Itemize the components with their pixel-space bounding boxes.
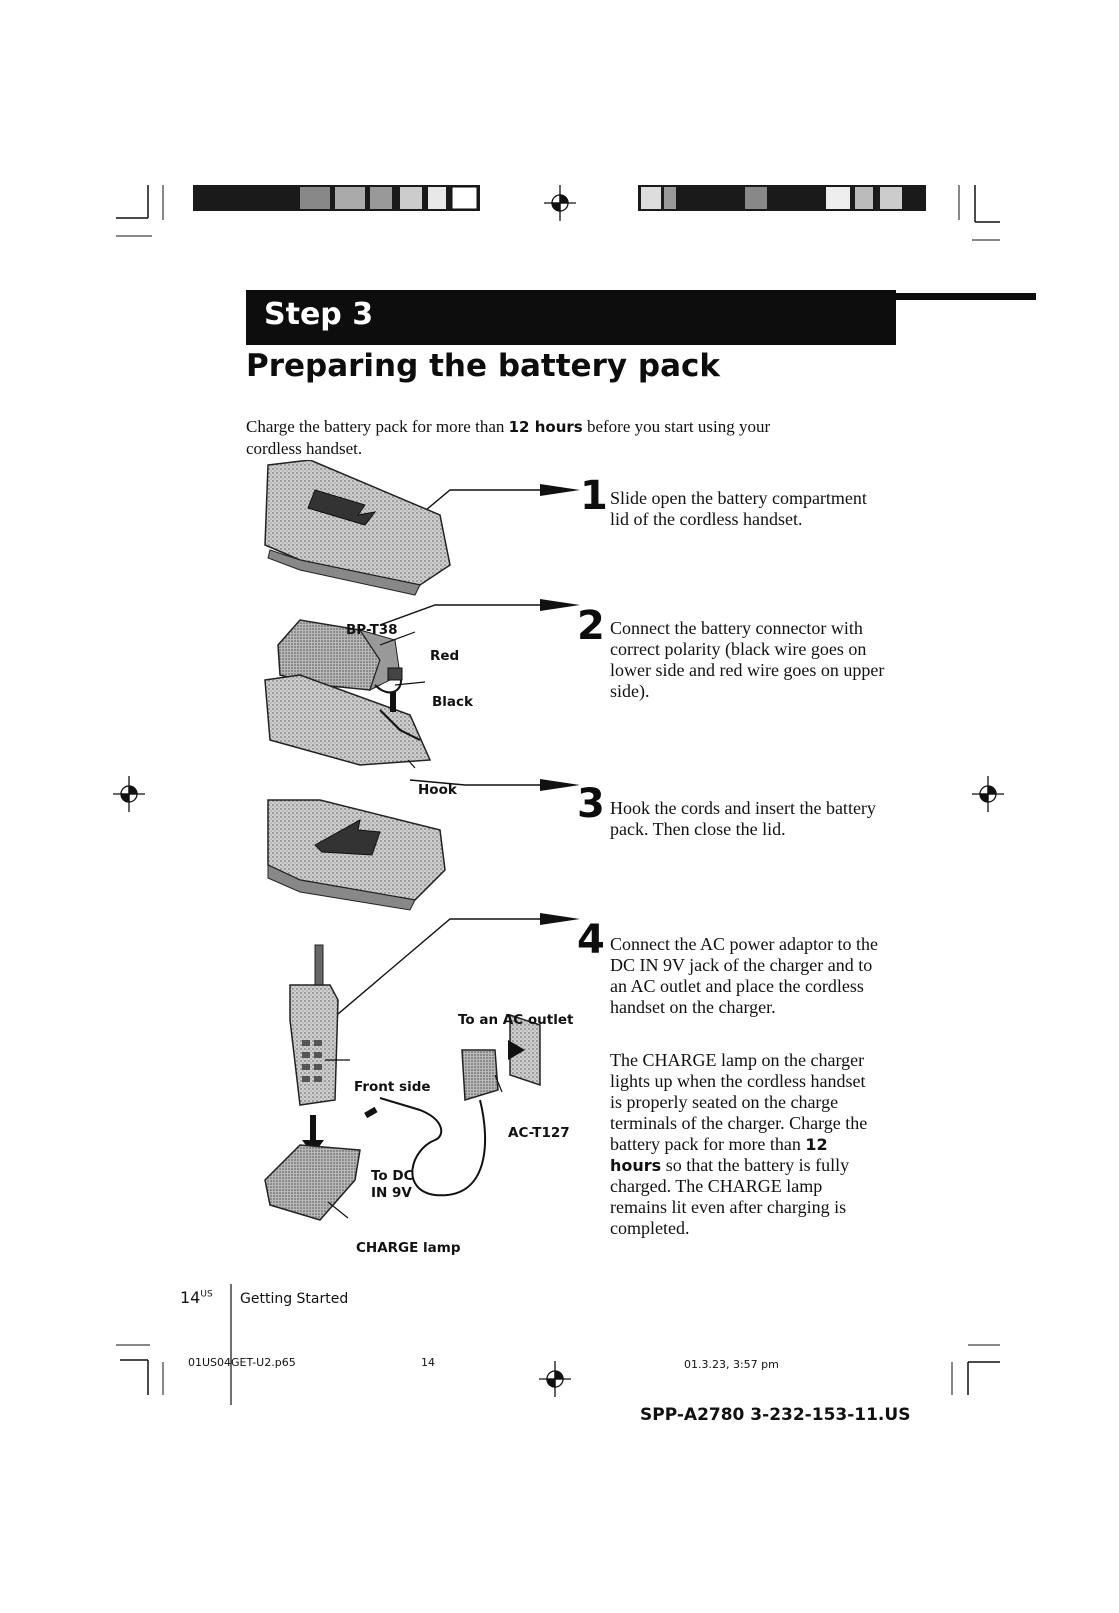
callout-charge-lamp: CHARGE lamp [356,1240,461,1256]
handset-close-lid-drawing [267,799,446,911]
callout-battery-model: BP-T38 [346,622,398,638]
step-banner [246,290,896,345]
page-title: Preparing the battery pack [246,348,720,384]
step-1-number: 1 [580,473,608,519]
handset-lid-drawing [264,460,451,596]
step-1-text: Slide open the battery compartment lid o… [610,488,867,529]
step-4-number: 4 [577,917,605,963]
page-number-suffix: US [200,1289,213,1300]
banner-rule [896,293,1036,300]
section-name: Getting Started [240,1291,349,1307]
step-4-note: The CHARGE lamp on the charger lights up… [610,1050,875,1239]
page-number: 14US [180,1288,213,1307]
product-code: SPP-A2780 3-232-153-11.US [640,1405,911,1425]
callout-hook: Hook [418,782,457,798]
step-4-note-bold: 12 hours [610,1135,828,1175]
step-3-number: 3 [577,781,605,827]
callout-ac-outlet: To an AC outlet [458,1012,574,1028]
step-label: Step 3 [264,297,374,332]
intro-paragraph: Charge the battery pack for more than 12… [246,416,806,459]
handset-charger-adaptor-drawing [264,944,541,1221]
callout-dc-line2: IN 9V [371,1185,412,1201]
callout-adaptor-model: AC-T127 [508,1125,570,1141]
step-2-text: Connect the battery connector with corre… [610,618,885,701]
slug-timestamp: 01.3.23, 3:57 pm [684,1358,779,1371]
callout-red-wire: Red [430,648,460,664]
intro-text-start: Charge the battery pack for more than [246,417,509,436]
step-4-note-end: so that the battery is fully charged. Th… [610,1155,850,1238]
step-4-note-start: The CHARGE lamp on the charger lights up… [610,1050,868,1154]
battery-pack-drawing [264,619,432,766]
slug-page: 14 [421,1356,435,1369]
step-2-number: 2 [577,603,605,649]
slug-filename: 01US04GET-U2.p65 [188,1356,296,1369]
intro-text-end: before you start using your cordless han… [246,417,771,458]
intro-bold-duration: 12 hours [508,418,583,436]
callout-front-side: Front side [354,1079,431,1095]
page-number-value: 14 [180,1288,201,1307]
callout-dc-line1: To DC [371,1168,414,1184]
step-4-text: Connect the AC power adaptor to the DC I… [610,934,878,1017]
step-3-text: Hook the cords and insert the battery pa… [610,798,876,839]
callout-black-wire: Black [432,694,474,710]
battery-installation-illustration [264,460,580,1221]
